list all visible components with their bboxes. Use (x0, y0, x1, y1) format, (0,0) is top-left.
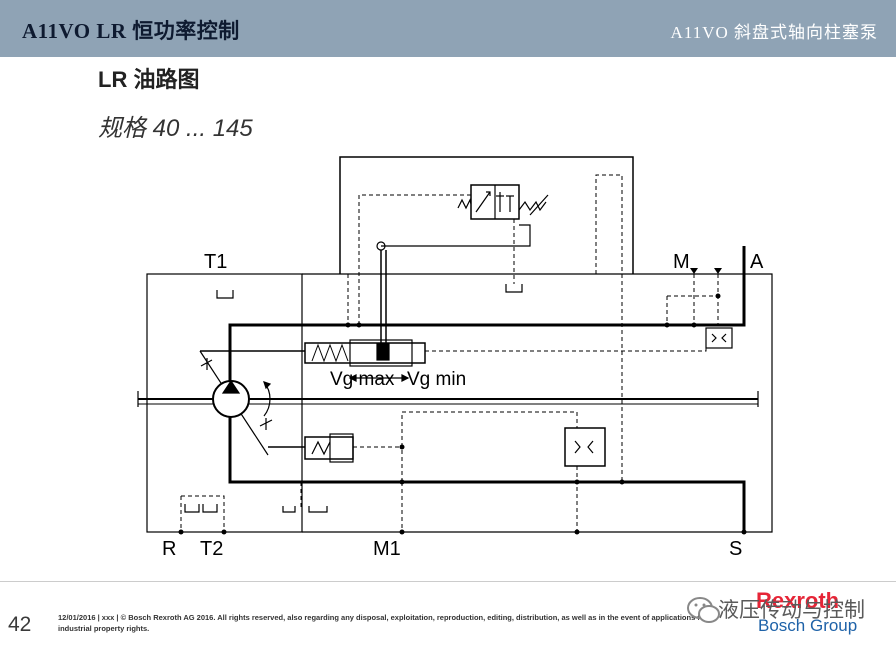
page-title: LR 油路图 (98, 67, 200, 92)
tank-symbol (216, 290, 234, 299)
control-box-outline (339, 156, 634, 274)
throttle-box-lower (564, 427, 606, 467)
port-s-label: S (729, 538, 742, 560)
header-subtitle: A11VO 斜盘式轴向柱塞泵 (670, 23, 878, 42)
stroke-cylinder-large (304, 342, 426, 364)
brand-logo: Rexroth (756, 588, 840, 613)
pressure-line-a (228, 246, 746, 392)
port-m-label: M (673, 251, 690, 273)
port-r-label: R (162, 538, 176, 560)
header-bar: A11VO LR 恒功率控制 A11VO 斜盘式轴向柱塞泵 (0, 0, 896, 57)
wechat-icon (687, 597, 720, 623)
stroke-cylinder-small (304, 436, 354, 460)
header-title: A11VO LR 恒功率控制 (22, 19, 240, 43)
port-m1-label: M1 (373, 538, 401, 560)
page-number: 42 (8, 613, 32, 636)
footer-divider (0, 581, 896, 582)
brand-group: Bosch Group (758, 616, 858, 635)
port-t2-label: T2 (200, 538, 223, 560)
suction-line-s (228, 410, 746, 532)
vg-max-label: Vg max (330, 369, 395, 390)
legal-text: 12/01/2016 | xxx | © Bosch Rexroth AG 20… (58, 613, 708, 633)
page-subtitle: 规格 40 ... 145 (98, 115, 253, 142)
watermark-text: 液压传动与控制 (718, 599, 865, 622)
throttle-box-upper (705, 327, 733, 349)
pump-housing-main (302, 273, 773, 533)
port-a-label: A (750, 251, 764, 273)
port-t1-label: T1 (204, 251, 227, 273)
vg-min-label: Vg min (407, 369, 466, 390)
